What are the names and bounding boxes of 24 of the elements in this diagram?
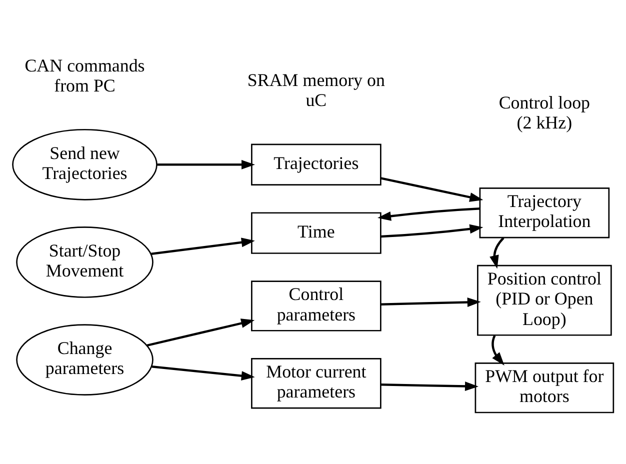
label: SRAM memory on uC [247, 69, 385, 110]
node-box: Time [251, 212, 382, 254]
arrow [146, 318, 255, 346]
node-box: Position control (PID or Open Loop) [477, 264, 612, 336]
arrow [492, 334, 504, 366]
arrow [380, 381, 478, 390]
node-ellipse: Change parameters [16, 324, 154, 395]
node-ellipse: Send new Trajectories [12, 128, 158, 200]
node-ellipse: Start/Stop Movement [16, 226, 154, 298]
arrow [378, 206, 480, 220]
node-box: PWM output for motors [474, 362, 614, 413]
label: CAN commands from PC [24, 54, 145, 96]
arrow [380, 297, 481, 306]
arrow [151, 237, 255, 255]
node-box: Trajectories [251, 143, 382, 185]
arrow [380, 176, 484, 202]
node-box: Control parameters [251, 280, 382, 331]
arrow [157, 159, 256, 169]
arrow [152, 364, 255, 380]
node-box: Trajectory Interpolation [479, 187, 610, 238]
label: Control loop (2 kHz) [498, 92, 590, 132]
node-box: Motor current parameters [251, 358, 382, 408]
arrow [380, 224, 484, 238]
arrow [490, 236, 504, 268]
